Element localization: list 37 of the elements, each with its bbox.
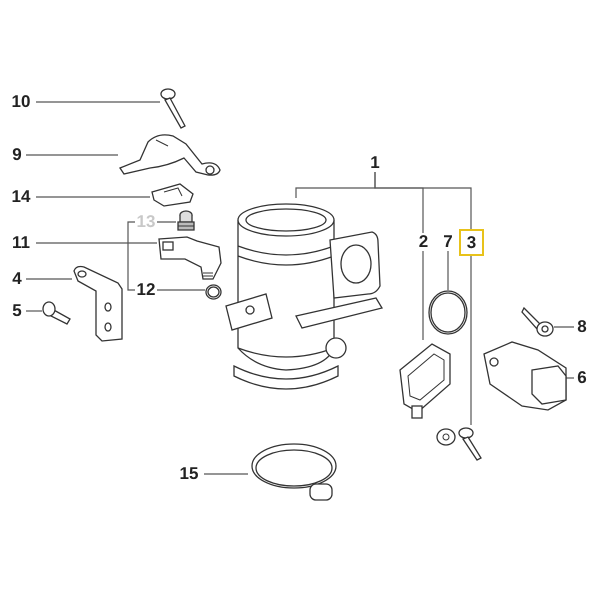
leader-line [26, 154, 118, 156]
bolt-drawing [42, 300, 72, 325]
leader-line [554, 326, 574, 328]
o-ring-drawing [428, 290, 468, 335]
actuator-drawing [482, 340, 568, 412]
screw-drawing [458, 425, 484, 460]
callout-number: 12 [135, 281, 157, 299]
leader-line [374, 172, 472, 229]
screw-drawing [160, 86, 188, 128]
callout-number: 9 [8, 146, 26, 164]
callout-number: 3 [459, 229, 484, 256]
callout-number: 14 [6, 188, 36, 206]
leader-line [447, 251, 449, 290]
callout-number: 4 [8, 270, 26, 288]
leader-line [470, 256, 472, 425]
leader-line [36, 101, 160, 103]
callout-number: 15 [174, 465, 204, 483]
bracket-drawing [72, 265, 124, 342]
leader-line [26, 278, 72, 280]
seal-drawing [176, 210, 196, 232]
o-ring-drawing [205, 284, 222, 300]
leader-line [157, 289, 205, 291]
leader-line [36, 242, 157, 244]
callout-number: 1 [366, 154, 384, 172]
leader-line [26, 310, 42, 312]
callout-number: 6 [574, 369, 590, 387]
callout-number: 7 [440, 233, 456, 251]
callout-number: 10 [6, 93, 36, 111]
leader-line [422, 251, 424, 340]
callout-number: 11 [6, 234, 36, 252]
callout-number: 2 [415, 233, 432, 251]
leader-line [127, 221, 135, 291]
callout-number: 5 [8, 302, 26, 320]
callout-number: 8 [574, 318, 590, 336]
leader-line [36, 196, 150, 198]
leader-line [157, 221, 176, 223]
leader-line [204, 473, 248, 475]
